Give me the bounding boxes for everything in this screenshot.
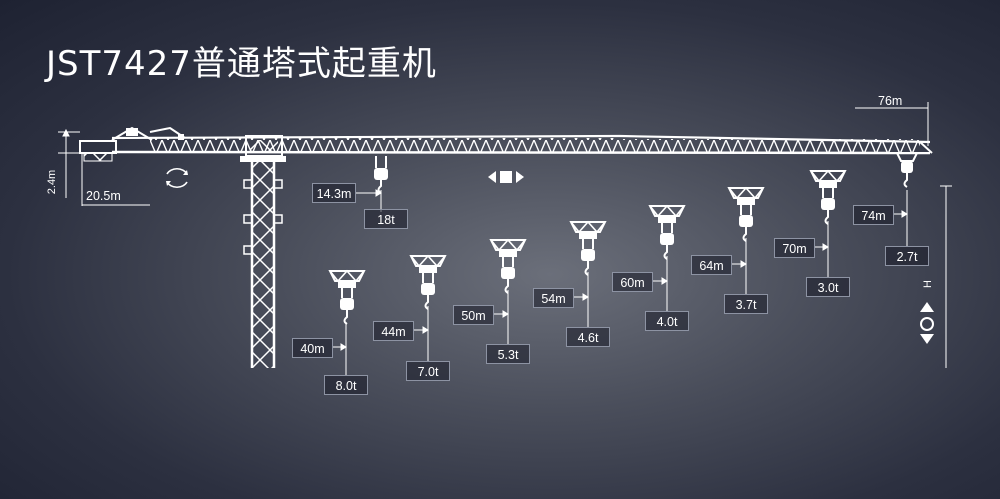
load-box: 2.7t — [885, 246, 929, 266]
counter-jib-length-label: 20.5m — [86, 189, 121, 203]
radius-box: 44m — [373, 321, 414, 341]
radius-box: 50m — [453, 305, 494, 325]
trolley-travel-icon — [488, 171, 524, 183]
radius-box: 54m — [533, 288, 574, 308]
load-box: 4.0t — [645, 311, 689, 331]
radius-box: 60m — [612, 272, 653, 292]
trolley-40m — [329, 270, 365, 325]
radius-box: 74m — [853, 205, 894, 225]
trolley-64m — [728, 187, 764, 242]
dimension-lines — [58, 102, 952, 368]
rotation-icon — [166, 167, 188, 189]
load-box: 3.0t — [806, 277, 850, 297]
height-label: H — [921, 280, 934, 288]
trolley-54m — [570, 221, 606, 276]
hook-74m — [895, 152, 919, 188]
load-box: 5.3t — [486, 344, 530, 364]
load-box: 3.7t — [724, 294, 768, 314]
trolley-50m — [490, 239, 526, 294]
trolley-60m — [649, 205, 685, 260]
trolley-44m — [410, 255, 446, 310]
jib — [111, 134, 933, 155]
trolley-70m — [810, 170, 846, 225]
radius-box: 64m — [691, 255, 732, 275]
radius-box: 14.3m — [312, 183, 356, 203]
max-radius-label: 76m — [878, 94, 903, 108]
page-title: JST7427普通塔式起重机 — [46, 44, 437, 84]
hook-14.3m — [374, 156, 388, 194]
load-box: 18t — [364, 209, 408, 229]
load-box: 7.0t — [406, 361, 450, 381]
leader-lines — [333, 189, 908, 375]
tower-mast — [243, 162, 283, 368]
slewing-unit — [240, 135, 286, 162]
counter-jib — [79, 126, 186, 162]
load-box: 4.6t — [566, 327, 610, 347]
load-box: 8.0t — [324, 375, 368, 395]
radius-box: 40m — [292, 338, 333, 358]
hoist-icon — [920, 302, 934, 344]
tower-head-height-label: 2.4m — [46, 169, 59, 195]
radius-box: 70m — [774, 238, 815, 258]
